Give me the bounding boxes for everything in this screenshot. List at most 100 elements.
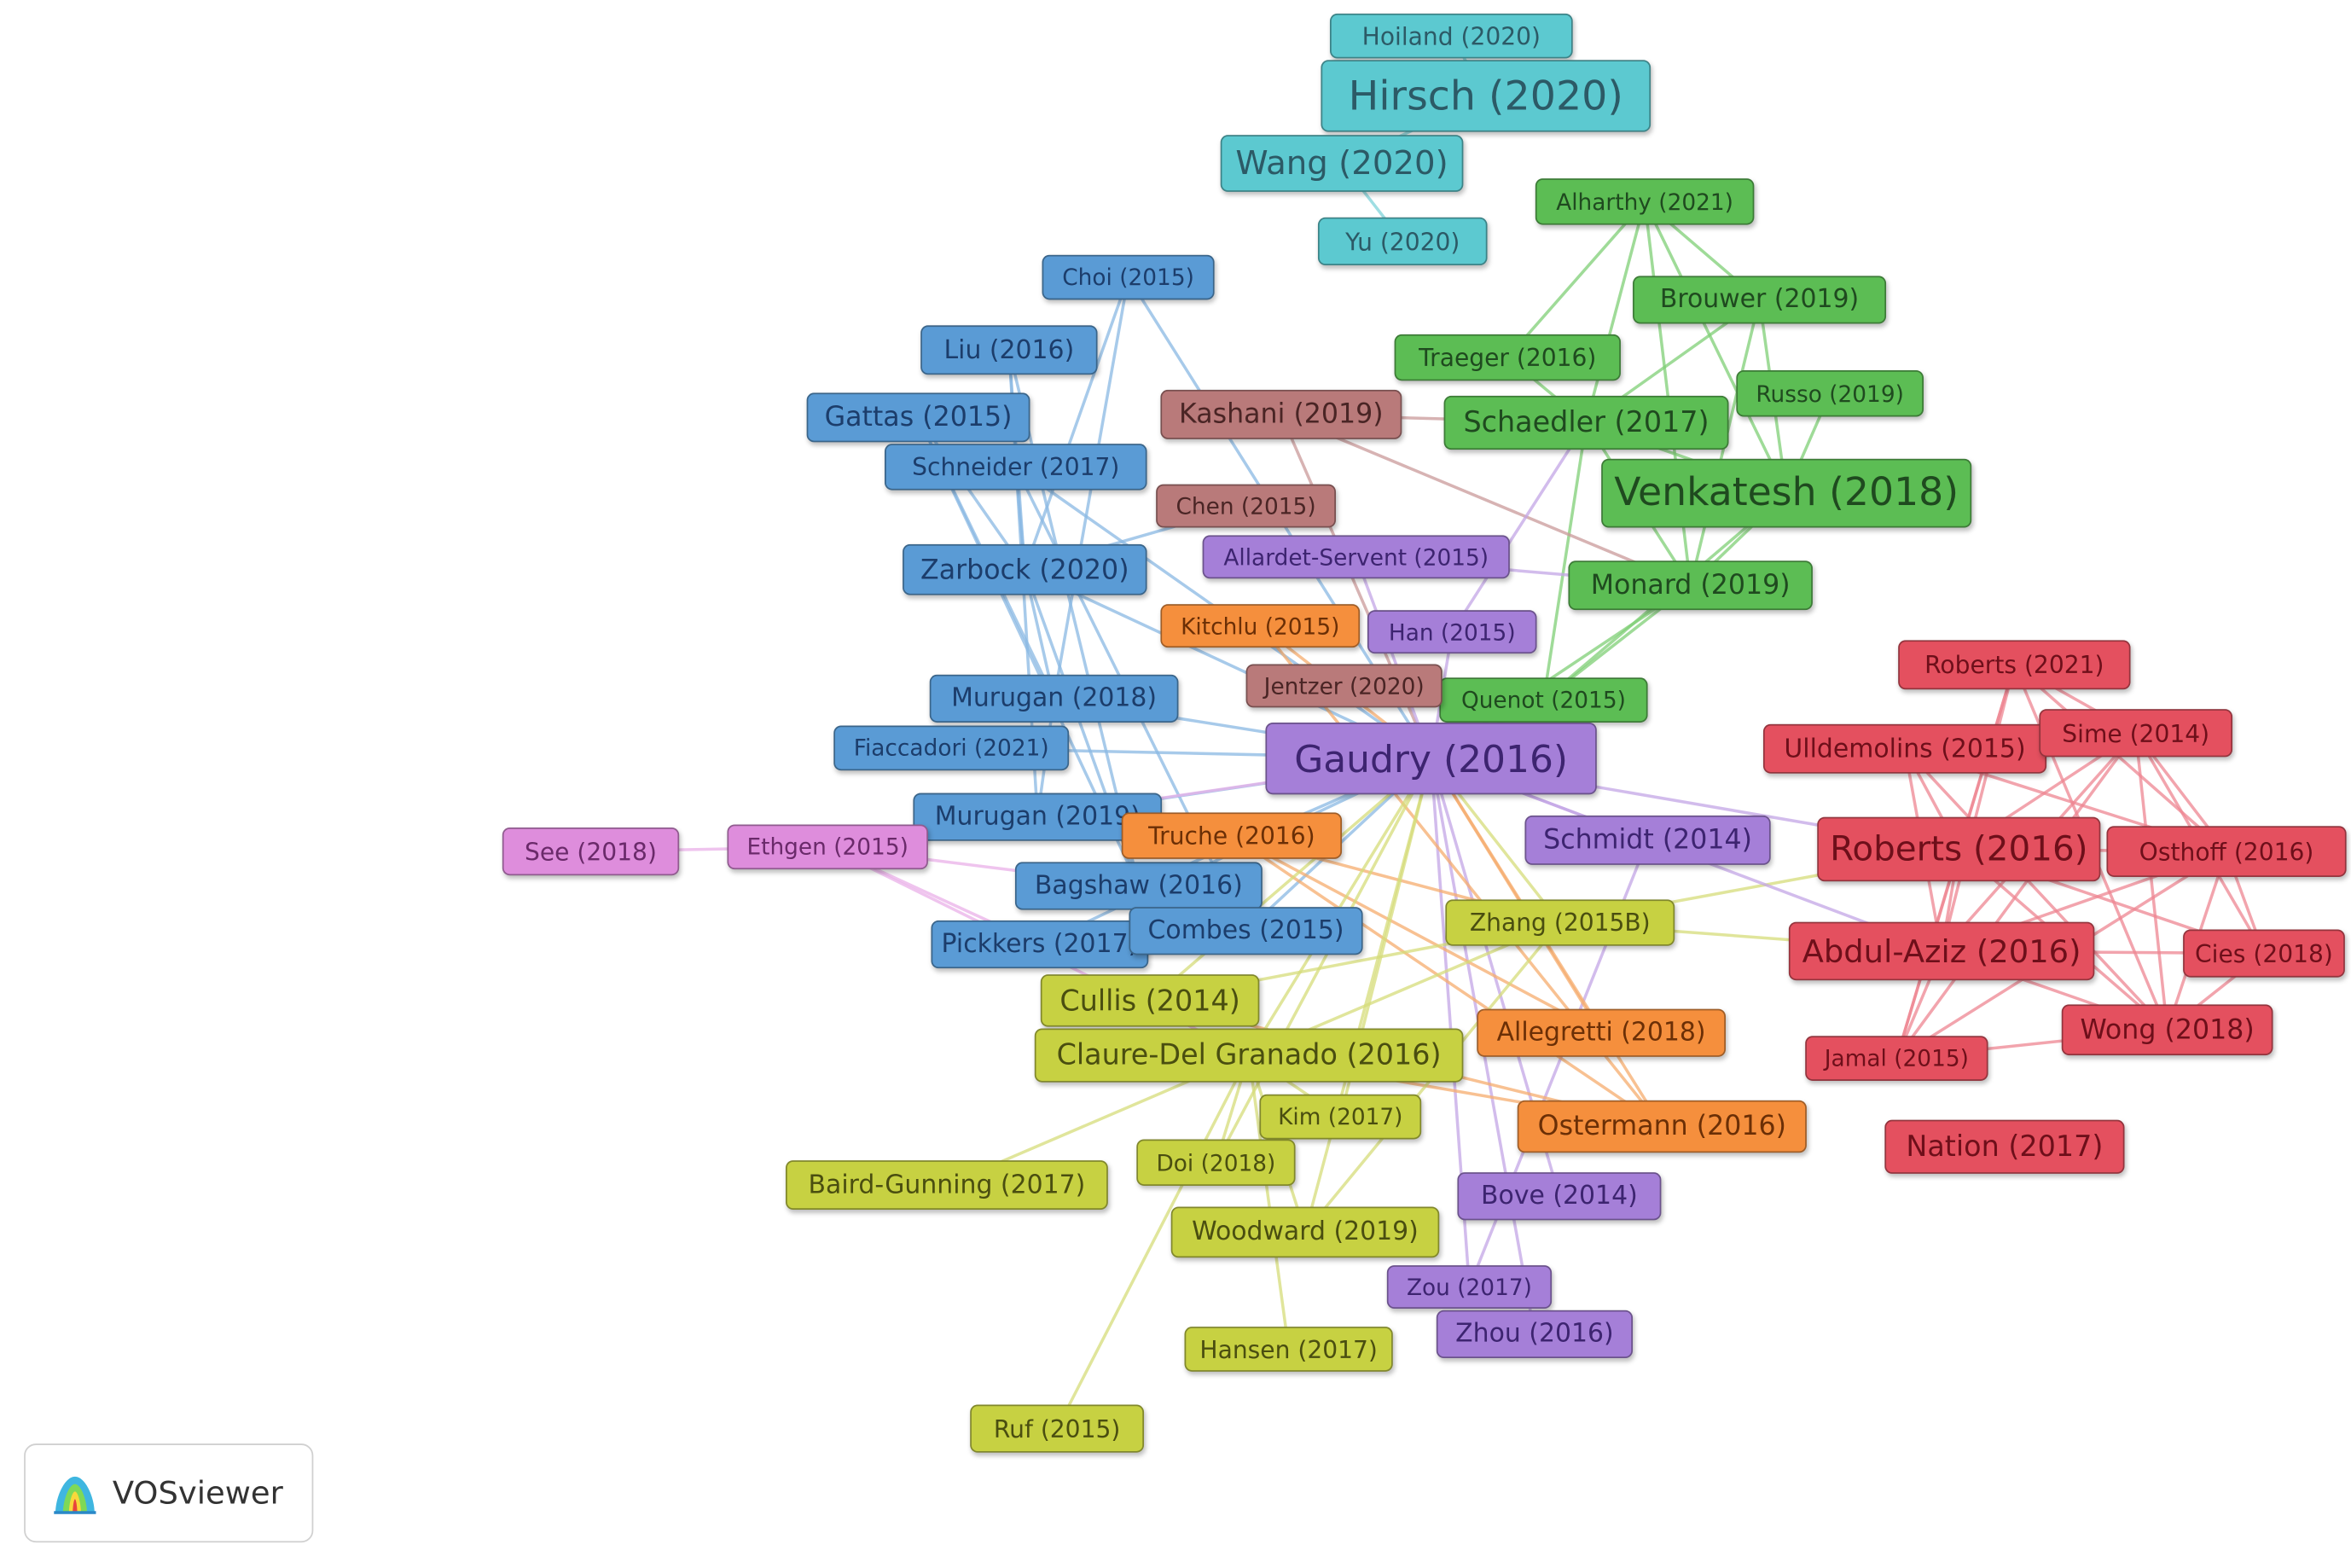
node-label: Traeger (2016) (1419, 343, 1597, 372)
node-label: Murugan (2018) (951, 683, 1158, 714)
node-ruf-2015[interactable]: Ruf (2015) (970, 1404, 1145, 1453)
node-cullis-2014[interactable]: Cullis (2014) (1040, 974, 1260, 1027)
link-ulldemolins-2015-wong-2018 (1903, 747, 2168, 1031)
node-chen-2015[interactable]: Chen (2015) (1156, 484, 1337, 528)
node-kitchlu-2015[interactable]: Kitchlu (2015) (1160, 604, 1361, 648)
node-russo-2019[interactable]: Russo (2019) (1736, 370, 1924, 417)
node-osthoff-2016[interactable]: Osthoff (2016) (2106, 826, 2347, 877)
link-kashani-2019-monard-2019 (1280, 413, 1692, 587)
node-label: Monard (2019) (1590, 569, 1791, 601)
node-label: Wang (2020) (1235, 144, 1448, 183)
node-allegretti-2018[interactable]: Allegretti (2018) (1477, 1008, 1726, 1057)
node-label: Murugan (2019) (934, 802, 1141, 833)
node-choi-2015[interactable]: Choi (2015) (1042, 254, 1215, 300)
node-label: Gaudry (2016) (1294, 736, 1569, 781)
node-woodward-2019[interactable]: Woodward (2019) (1170, 1206, 1440, 1258)
node-label: Chen (2015) (1176, 492, 1316, 520)
node-label: Allardet-Servent (2015) (1223, 543, 1489, 571)
node-roberts-2021[interactable]: Roberts (2021) (1898, 640, 2131, 690)
node-ulldemolins-2015[interactable]: Ulldemolins (2015) (1762, 723, 2047, 774)
node-bagshaw-2016[interactable]: Bagshaw (2016) (1014, 862, 1263, 910)
node-jamal-2015[interactable]: Jamal (2015) (1805, 1036, 1988, 1081)
node-label: Quenot (2015) (1460, 686, 1626, 714)
node-label: Zou (2017) (1406, 1273, 1532, 1301)
node-allardet-servent-2015[interactable]: Allardet-Servent (2015) (1202, 535, 1510, 579)
node-hirsch-2020[interactable]: Hirsch (2020) (1321, 60, 1652, 132)
node-schmidt-2014[interactable]: Schmidt (2014) (1524, 815, 1771, 865)
node-label: Pickkers (2017) (941, 929, 1139, 960)
node-schneider-2017[interactable]: Schneider (2017) (884, 444, 1147, 491)
node-schaedler-2017[interactable]: Schaedler (2017) (1443, 395, 1729, 450)
link-alharthy-2021-schaedler-2017 (1584, 200, 1646, 423)
node-label: Hirsch (2020) (1348, 73, 1623, 119)
node-ethgen-2015[interactable]: Ethgen (2015) (727, 824, 928, 870)
node-roberts-2016[interactable]: Roberts (2016) (1817, 816, 2101, 882)
node-label: Ethgen (2015) (746, 833, 908, 861)
node-monard-2019[interactable]: Monard (2019) (1568, 560, 1813, 611)
node-fiaccadori-2021[interactable]: Fiaccadori (2021) (833, 725, 1070, 771)
link-claure-del-granado-2016-hansen-2017 (1247, 1054, 1291, 1350)
node-see-2018[interactable]: See (2018) (502, 827, 680, 876)
node-zhou-2016[interactable]: Zhou (2016) (1436, 1310, 1634, 1359)
node-label: Venkatesh (2018) (1614, 470, 1959, 516)
node-label: Kashani (2019) (1179, 398, 1384, 431)
node-label: See (2018) (525, 837, 657, 866)
node-baird-gunning-2017[interactable]: Baird-Gunning (2017) (785, 1160, 1108, 1211)
node-wang-2020[interactable]: Wang (2020) (1220, 135, 1464, 192)
node-label: Abdul-Aziz (2016) (1802, 932, 2081, 970)
link-cullis-2014-gaudry-2016 (1148, 757, 1432, 1002)
node-doi-2018[interactable]: Doi (2018) (1136, 1139, 1296, 1186)
node-zhang-2015b[interactable]: Zhang (2015B) (1445, 899, 1675, 946)
node-venkatesh-2018[interactable]: Venkatesh (2018) (1601, 458, 1972, 528)
node-cies-2018[interactable]: Cies (2018) (2183, 929, 2345, 978)
node-sime-2014[interactable]: Sime (2014) (2039, 709, 2233, 758)
node-truche-2016[interactable]: Truche (2016) (1121, 812, 1343, 859)
node-label: Schaedler (2017) (1463, 406, 1710, 439)
node-gaudry-2016[interactable]: Gaudry (2016) (1265, 722, 1597, 795)
node-label: Fiaccadori (2021) (853, 735, 1049, 762)
node-label: Han (2015) (1388, 618, 1516, 646)
node-quenot-2015[interactable]: Quenot (2015) (1439, 677, 1648, 723)
link-alharthy-2021-traeger-2016 (1506, 200, 1646, 359)
node-label: Allegretti (2018) (1496, 1018, 1706, 1048)
node-label: Osthoff (2016) (2139, 837, 2314, 866)
node-label: Cies (2018) (2195, 938, 2333, 968)
node-label: Gattas (2015) (824, 401, 1013, 433)
node-label: Jamal (2015) (1824, 1044, 1969, 1072)
node-traeger-2016[interactable]: Traeger (2016) (1394, 334, 1621, 381)
node-bove-2014[interactable]: Bove (2014) (1457, 1172, 1662, 1221)
node-murugan-2018[interactable]: Murugan (2018) (929, 674, 1179, 723)
node-zou-2017[interactable]: Zou (2017) (1386, 1265, 1553, 1310)
node-label: Zarbock (2020) (920, 554, 1129, 586)
node-label: Cullis (2014) (1059, 984, 1240, 1018)
node-claure-del-granado-2016[interactable]: Claure-Del Granado (2016) (1034, 1028, 1464, 1083)
node-jentzer-2020[interactable]: Jentzer (2020) (1245, 664, 1443, 708)
node-ostermann-2016[interactable]: Ostermann (2016) (1517, 1100, 1807, 1153)
node-wong-2018[interactable]: Wong (2018) (2061, 1004, 2273, 1056)
node-combes-2015[interactable]: Combes (2015) (1129, 907, 1363, 955)
node-label: Hoiland (2020) (1361, 21, 1541, 50)
node-hansen-2017[interactable]: Hansen (2017) (1184, 1327, 1393, 1372)
node-label: Roberts (2021) (1924, 650, 2104, 680)
node-kim-2017[interactable]: Kim (2017) (1259, 1094, 1422, 1140)
node-kashani-2019[interactable]: Kashani (2019) (1160, 389, 1402, 439)
node-abdul-aziz-2016[interactable]: Abdul-Aziz (2016) (1788, 921, 2095, 981)
node-zarbock-2020[interactable]: Zarbock (2020) (903, 543, 1147, 595)
link-claure-del-granado-2016-ruf-2015 (1055, 1054, 1251, 1430)
node-nation-2017[interactable]: Nation (2017) (1884, 1119, 2125, 1174)
node-gattas-2015[interactable]: Gattas (2015) (806, 392, 1030, 443)
node-yu-2020[interactable]: Yu (2020) (1317, 217, 1488, 266)
node-pickkers-2017[interactable]: Pickkers (2017) (931, 920, 1149, 969)
node-alharthy-2021[interactable]: Alharthy (2021) (1535, 178, 1755, 225)
node-han-2015[interactable]: Han (2015) (1367, 610, 1537, 654)
node-label: Schneider (2017) (912, 452, 1120, 482)
node-label: Ostermann (2016) (1537, 1111, 1786, 1142)
node-label: Bagshaw (2016) (1034, 870, 1243, 902)
node-label: Yu (2020) (1345, 227, 1460, 256)
node-brouwer-2019[interactable]: Brouwer (2019) (1633, 276, 1887, 324)
link-han-2015-schaedler-2017 (1450, 421, 1588, 633)
node-label: Kim (2017) (1278, 1103, 1403, 1130)
node-hoiland-2020[interactable]: Hoiland (2020) (1329, 13, 1573, 59)
link-sime-2014-wong-2018 (2133, 733, 2169, 1031)
node-liu-2016[interactable]: Liu (2016) (920, 325, 1098, 375)
